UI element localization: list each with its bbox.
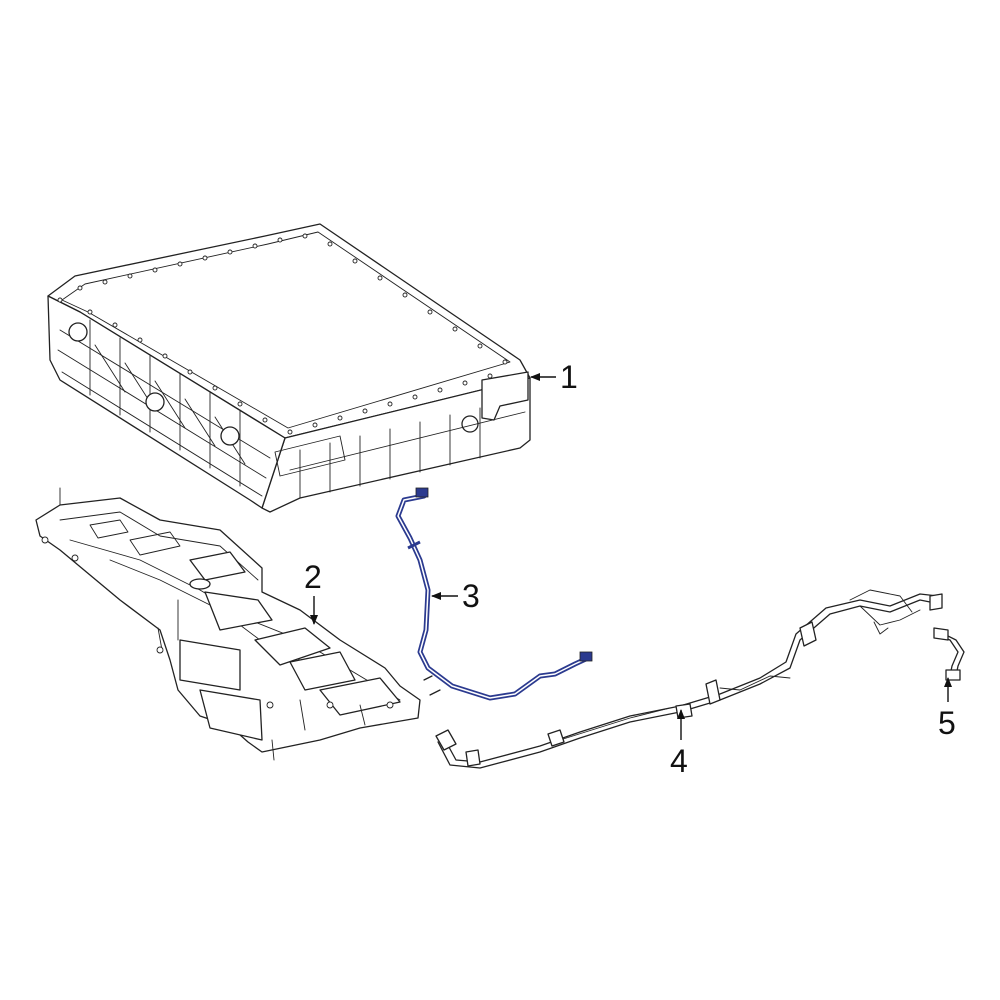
connector-pigtail-illustration[interactable] xyxy=(933,627,965,681)
callout-1-number: 1 xyxy=(560,359,578,395)
callout-3-number: 3 xyxy=(462,578,480,614)
callout-2: 2 xyxy=(304,559,322,625)
battery-cable-illustration[interactable] xyxy=(395,487,593,701)
callout-1: 1 xyxy=(530,359,578,395)
callout-3: 3 xyxy=(431,578,480,614)
battery-pack-illustration[interactable] xyxy=(47,223,531,513)
callout-4: 4 xyxy=(670,709,688,779)
callout-5-number: 5 xyxy=(938,705,956,741)
callout-5: 5 xyxy=(938,677,956,741)
wiring-harness-illustration[interactable] xyxy=(435,589,943,769)
control-module-illustration[interactable] xyxy=(35,487,421,761)
callout-4-number: 4 xyxy=(670,743,688,779)
callout-2-number: 2 xyxy=(304,559,322,595)
